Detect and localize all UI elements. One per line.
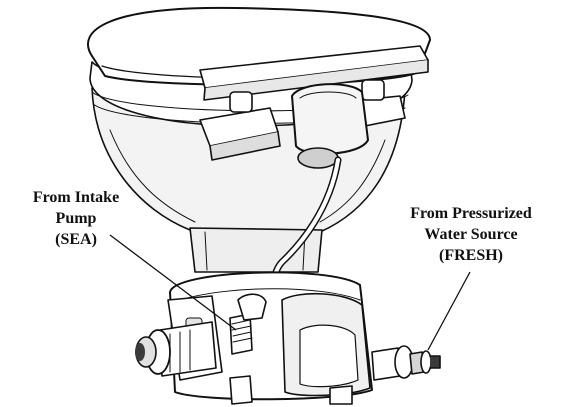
- callout-fresh-line-2: Water Source: [424, 226, 518, 243]
- flush-valve-head: [291, 83, 369, 155]
- leader-line-fresh: [427, 271, 471, 351]
- callout-sea-line-1: From Intake: [32, 189, 120, 206]
- bowl-neck: [189, 227, 323, 273]
- callout-pressurized-water-fresh: From Pressurized Water Source (FRESH): [380, 203, 562, 266]
- leader-line-sea: [109, 234, 237, 331]
- callout-sea-line-3: (SEA): [55, 231, 97, 248]
- callout-fresh-line-3: (FRESH): [439, 247, 503, 264]
- callout-fresh-line-1: From Pressurized: [410, 205, 532, 222]
- callout-sea-line-2: Pump: [55, 210, 97, 227]
- callout-intake-pump-sea: From Intake Pump (SEA): [8, 187, 144, 250]
